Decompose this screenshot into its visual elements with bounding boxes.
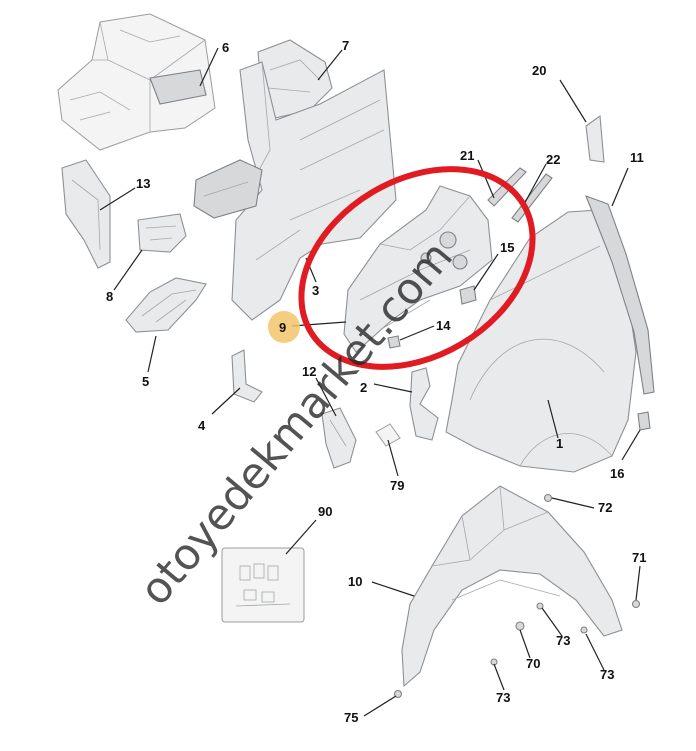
part-12-bracket	[321, 407, 357, 469]
part-20-trim	[585, 114, 605, 163]
callout-22: 22	[546, 152, 560, 167]
callout-3: 3	[312, 283, 319, 298]
callout-73-a: 73	[556, 633, 570, 648]
part-16-clip	[637, 411, 651, 431]
callout-71: 71	[632, 550, 646, 565]
part-2-seal	[409, 367, 439, 441]
callout-4: 4	[198, 418, 206, 433]
callout-72: 72	[598, 500, 612, 515]
part-6-upper-structure	[57, 13, 216, 151]
callout-16: 16	[610, 466, 624, 481]
callout-9: 9	[279, 320, 286, 335]
fasteners	[393, 493, 641, 699]
callout-12: 12	[302, 364, 316, 379]
callout-11: 11	[630, 150, 644, 165]
part-3-inner-panel	[193, 61, 397, 321]
callout-6: 6	[222, 40, 229, 55]
part-90-fastener-kit	[221, 547, 305, 623]
callout-5: 5	[142, 374, 149, 389]
callout-10: 10	[348, 574, 362, 589]
part-79-pad	[375, 423, 401, 447]
callout-79: 79	[390, 478, 404, 493]
part-8-support	[137, 213, 187, 253]
callout-21: 21	[460, 148, 474, 163]
part-5-reinforcement	[125, 277, 207, 333]
callout-20: 20	[532, 63, 546, 78]
part-4-bracket	[231, 349, 263, 403]
part-14-clip	[387, 335, 401, 349]
callout-73-c: 73	[496, 690, 510, 705]
callout-15: 15	[500, 240, 514, 255]
callout-90: 90	[318, 504, 332, 519]
callout-14: 14	[436, 318, 451, 333]
callout-labels: 6 7 20 21 22 11 13 15 8 3 9 14 5 12 2 4 …	[106, 38, 646, 725]
part-11-strip	[585, 195, 655, 395]
callout-13: 13	[136, 176, 150, 191]
part-10-wheel-arch-liner	[401, 485, 623, 688]
callout-1: 1	[556, 436, 563, 451]
callout-75: 75	[344, 710, 358, 725]
leader-lines	[99, 47, 641, 717]
highlight-ellipse	[298, 166, 536, 370]
callout-73-b: 73	[600, 667, 614, 682]
callout-70: 70	[526, 656, 540, 671]
callout-2: 2	[360, 380, 367, 395]
highlight-dot	[268, 311, 300, 343]
callout-8: 8	[106, 289, 113, 304]
part-15-clip	[459, 285, 477, 305]
part-1-front-fender	[445, 209, 637, 473]
part-9-inner-fender-panel	[343, 185, 493, 353]
callout-7: 7	[342, 38, 349, 53]
part-13-bracket	[61, 159, 111, 269]
